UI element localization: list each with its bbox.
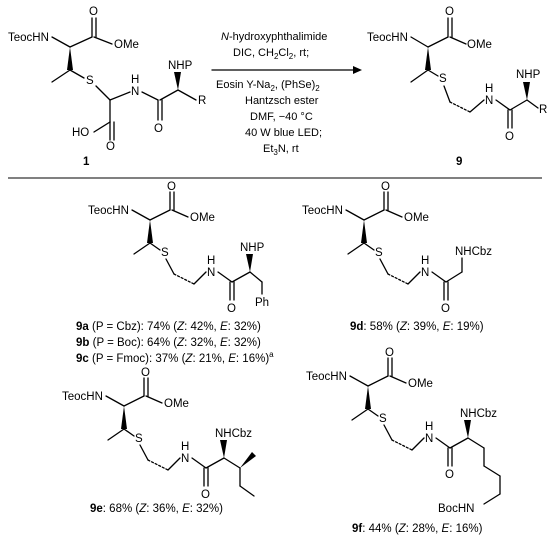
amide-o-label: O bbox=[505, 131, 514, 143]
amide-nh-n: N bbox=[181, 453, 189, 465]
amide-nh-h: H bbox=[131, 74, 139, 86]
r-label: R bbox=[539, 104, 547, 116]
sulfur-label: S bbox=[161, 247, 169, 259]
carbonyl-o-label: O bbox=[89, 6, 98, 18]
cond-step2-line5: Et3N, rt bbox=[263, 143, 299, 157]
product-9f-structure: TeocHN O OMe S N H O NHCbz BocHN bbox=[306, 347, 501, 515]
amide-nh-h: H bbox=[207, 255, 215, 267]
product-9e-structure: TeocHN O OMe S N H O NHCbz bbox=[62, 367, 256, 501]
nhcbz-label: NHCbz bbox=[460, 408, 497, 420]
caption-9e: 9e: 68% (Z: 36%, E: 32%) bbox=[90, 503, 223, 515]
product-9d-structure: TeocHN O OMe S N H O NHCbz bbox=[302, 181, 492, 315]
nhp-label: NHP bbox=[240, 242, 265, 254]
compound-9-label: 9 bbox=[456, 156, 462, 168]
amide-nh-h: H bbox=[425, 421, 433, 433]
sulfur-label: S bbox=[86, 75, 94, 87]
ome-label: OMe bbox=[164, 398, 189, 410]
bochn-label: BocHN bbox=[438, 503, 474, 515]
carbonyl-o-label: O bbox=[445, 6, 454, 18]
product-9a-c-structure: TeocHN O OMe S N H O NHP Ph bbox=[88, 181, 269, 315]
teoc-hn-label: TeocHN bbox=[88, 205, 129, 217]
sulfur-label: S bbox=[439, 73, 447, 85]
teoc-hn-label: TeocHN bbox=[302, 205, 343, 217]
caption-9f: 9f: 44% (Z: 28%, E: 16%) bbox=[352, 523, 483, 535]
nhcbz-label: NHCbz bbox=[215, 428, 252, 440]
amide-nh-h: H bbox=[181, 441, 189, 453]
amide-nh-n: N bbox=[485, 95, 493, 107]
cond-step2-line3: DMF, −40 °C bbox=[250, 111, 313, 123]
ome-label: OMe bbox=[190, 212, 215, 224]
nhp-label: NHP bbox=[516, 69, 541, 81]
amide-nh-n: N bbox=[131, 86, 139, 98]
cond-step1-line2: DIC, CH2Cl2, rt; bbox=[233, 47, 309, 61]
carbonyl-o-label: O bbox=[141, 367, 150, 379]
acid-o-label: O bbox=[106, 141, 115, 153]
amide-nh-h: H bbox=[485, 83, 493, 95]
carbonyl-o-label: O bbox=[385, 347, 394, 359]
compound-1-label: 1 bbox=[83, 156, 90, 168]
caption-9b: 9b (P = Boc): 64% (Z: 32%, E: 32%) bbox=[76, 337, 261, 349]
amide-o-label: O bbox=[154, 123, 163, 135]
reaction-arrow-head bbox=[353, 66, 362, 74]
teoc-hn-label: TeocHN bbox=[306, 371, 347, 383]
cond-step2-line2: Hantzsch ester bbox=[245, 95, 319, 107]
amide-o-label: O bbox=[201, 489, 210, 501]
carbonyl-o-label: O bbox=[381, 181, 390, 193]
carbonyl-o-label: O bbox=[167, 181, 176, 193]
amide-nh-n: N bbox=[207, 267, 215, 279]
amide-nh-h: H bbox=[421, 255, 429, 267]
ome-label: OMe bbox=[114, 39, 139, 51]
cond-step2-line4: 40 W blue LED; bbox=[245, 127, 322, 139]
ome-label: OMe bbox=[404, 212, 429, 224]
ome-label: OMe bbox=[408, 378, 433, 390]
amide-o-label: O bbox=[441, 303, 450, 315]
ome-label: OMe bbox=[467, 39, 492, 51]
product-9-structure: TeocHN O OMe S N H O NHP R bbox=[367, 6, 547, 143]
amide-nh-n: N bbox=[421, 267, 429, 279]
reactant-1-structure: TeocHN O OMe S N H O NHP R HO O bbox=[8, 6, 206, 153]
nhp-label: NHP bbox=[168, 60, 193, 72]
teoc-hn-label: TeocHN bbox=[367, 32, 408, 44]
teoc-hn-label: TeocHN bbox=[8, 32, 49, 44]
sulfur-label: S bbox=[135, 433, 143, 445]
ph-label: Ph bbox=[255, 297, 269, 309]
ho-label: HO bbox=[72, 127, 89, 139]
reaction-conditions: N-hydroxyphthalimide DIC, CH2Cl2, rt; Eo… bbox=[211, 31, 362, 157]
sulfur-label: S bbox=[379, 413, 387, 425]
caption-9d: 9d: 58% (Z: 39%, E: 19%) bbox=[350, 321, 484, 333]
cond-step2-line1: Eosin Y-Na2, (PhSe)2 bbox=[216, 79, 320, 93]
sulfur-label: S bbox=[375, 247, 383, 259]
teoc-hn-label: TeocHN bbox=[62, 391, 103, 403]
amide-nh-n: N bbox=[425, 433, 433, 445]
nhcbz-label: NHCbz bbox=[455, 246, 492, 258]
caption-9c: 9c (P = Fmoc): 37% (Z: 21%, E: 16%)a bbox=[76, 350, 274, 365]
cond-step1-line1: N-hydroxyphthalimide bbox=[221, 31, 327, 43]
amide-o-label: O bbox=[445, 469, 454, 481]
amide-o-label: O bbox=[227, 303, 236, 315]
caption-9a: 9a (P = Cbz): 74% (Z: 42%, E: 32%) bbox=[76, 321, 261, 333]
r-label: R bbox=[198, 95, 206, 107]
